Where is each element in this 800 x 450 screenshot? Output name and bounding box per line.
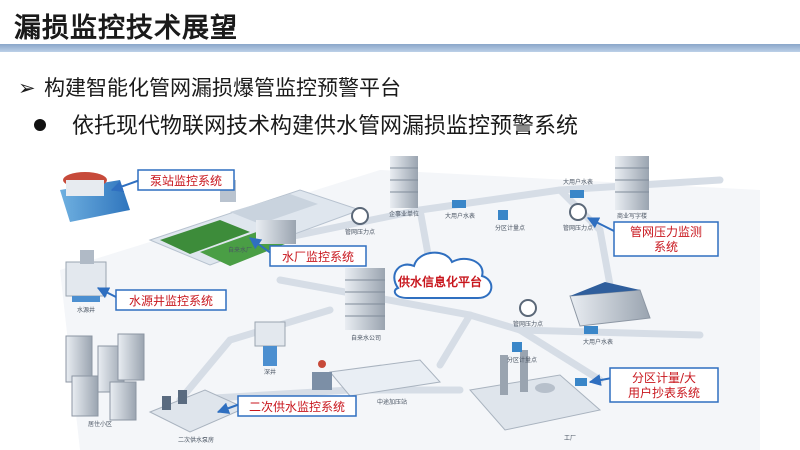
commercial-office-building (615, 156, 649, 210)
bullet-level2: 依托现代物联网技术构建供水管网漏损监控预警系统 (34, 108, 578, 140)
water-well-illustration (65, 250, 107, 302)
callout-meter: 分区计量/大 用户抄表系统 (609, 367, 719, 403)
callout-plant: 水厂监控系统 (269, 245, 367, 267)
arrow-bullet-icon: ➢ (18, 76, 36, 100)
svg-text:分区计量/大: 分区计量/大 (632, 371, 696, 385)
caption-residential: 居住小区 (88, 420, 112, 428)
caption-commercial: 商业写字楼 (617, 212, 647, 220)
svg-text:水源井监控系统: 水源井监控系统 (129, 294, 213, 308)
factory-illustration (469, 350, 602, 431)
svg-text:管网压力监测: 管网压力监测 (630, 224, 702, 239)
booster-station (312, 359, 441, 397)
deep-well-illustration (254, 321, 286, 366)
callout-platform: 供水信息化平台 (397, 274, 482, 289)
caption-big-meter-1: 大用户水表 (445, 212, 475, 220)
caption-big-meter-2: 大用户水表 (563, 178, 593, 186)
info-platform-cloud: 供水信息化平台 (393, 251, 493, 299)
caption-deep-well: 深井 (264, 368, 276, 376)
bullet-level2-text: 依托现代物联网技术构建供水管网漏损监控预警系统 (72, 114, 579, 139)
round-bullet-icon (34, 119, 46, 131)
svg-text:二次供水监控系统: 二次供水监控系统 (249, 400, 345, 414)
svg-text:水厂监控系统: 水厂监控系统 (282, 250, 354, 264)
residential-buildings (65, 333, 145, 421)
callout-secondary: 二次供水监控系统 (237, 395, 357, 417)
svg-text:系统: 系统 (654, 240, 678, 254)
caption-secondary-pump: 二次供水泵房 (178, 436, 214, 444)
bullet-level1: ➢ 构建智能化管网漏损爆管监控预警平台 (18, 72, 401, 102)
callout-pump: 泵站监控系统 (137, 169, 235, 191)
pressure-gauge-icon (351, 203, 587, 317)
water-company-building (345, 268, 385, 330)
caption-enterprise: 企事业单位 (389, 210, 419, 218)
caption-water-well: 水源井 (77, 306, 95, 314)
caption-clear-water: 自来水厂 (228, 246, 252, 254)
caption-pipe-pressure-1: 管网压力点 (345, 228, 375, 236)
caption-factory: 工厂 (564, 435, 576, 442)
bullet-level1-text: 构建智能化管网漏损爆管监控预警平台 (44, 76, 401, 100)
caption-district-meter-2: 分区计量点 (507, 356, 537, 364)
enterprise-building (390, 156, 418, 208)
title-rule (0, 44, 800, 52)
caption-water-company: 自来水公司 (351, 334, 381, 342)
caption-district-meter-1: 分区计量点 (495, 224, 525, 232)
caption-big-meter-3: 大用户水表 (583, 338, 613, 346)
svg-text:用户抄表系统: 用户抄表系统 (628, 385, 700, 400)
water-network-diagram: 供水信息化平台 泵站监控系统 水厂监控系统 水源井监控系统 管网压力监测 系统 … (60, 156, 760, 450)
water-meter-icon (452, 190, 598, 386)
pump-station-illustration (60, 172, 130, 222)
callout-pressure: 管网压力监测 系统 (613, 221, 719, 257)
apartment-building (569, 282, 651, 327)
callout-well: 水源井监控系统 (115, 289, 227, 311)
caption-pump-station: 中途加压站 (377, 398, 407, 406)
callout-arrows (96, 179, 617, 414)
caption-pipe-pressure-2: 管网压力点 (563, 224, 593, 232)
svg-text:泵站监控系统: 泵站监控系统 (150, 174, 222, 188)
slide-title: 漏损监控技术展望 (14, 13, 238, 44)
caption-pipe-pressure-3: 管网压力点 (513, 320, 543, 328)
